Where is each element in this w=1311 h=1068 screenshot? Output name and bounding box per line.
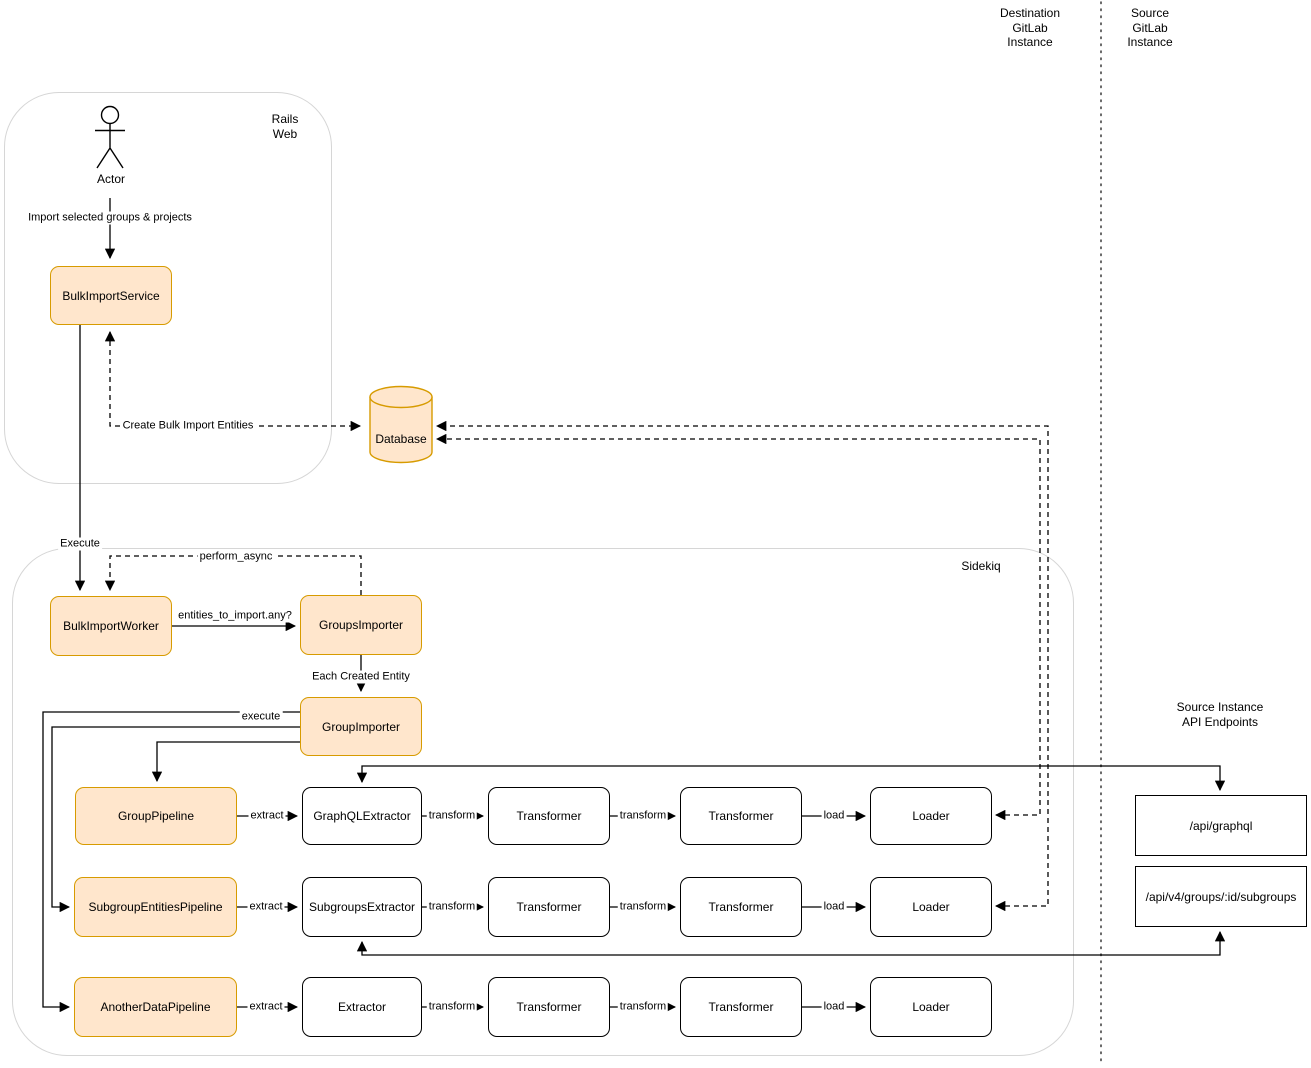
node-extractor: Extractor [302, 977, 422, 1037]
node-loader: Loader [870, 877, 992, 937]
node-bulkimportworker: BulkImportWorker [50, 596, 172, 656]
node-transformer: Transformer [488, 787, 610, 845]
node-anotherdatapipeline: AnotherDataPipeline [74, 977, 237, 1037]
edge-label-transform: transform [617, 900, 669, 914]
edge-label-import-selected: Import selected groups & projects [26, 211, 194, 225]
edge-label-create-bulk-import-entities: Create Bulk Import Entities [120, 419, 256, 433]
node-transformer: Transformer [680, 787, 802, 845]
node-loader: Loader [870, 977, 992, 1037]
destination-instance-label: Destination GitLab Instance [999, 6, 1061, 49]
endpoint-api-graphql: /api/graphql [1135, 795, 1307, 856]
edge-label-transform: transform [617, 809, 669, 823]
node-groupimporter: GroupImporter [300, 697, 422, 756]
edge-label-load: load [821, 900, 847, 914]
node-transformer: Transformer [488, 877, 610, 937]
actor-figure [95, 105, 125, 169]
node-bulkimportservice: BulkImportService [50, 266, 172, 325]
edge-label-transform: transform [426, 809, 478, 823]
database-label: Database [375, 432, 427, 446]
edge-label-extract: extract [247, 1000, 285, 1014]
edge-label-load: load [821, 1000, 847, 1014]
node-subgroupentitiespipeline: SubgroupEntitiesPipeline [74, 877, 237, 937]
rails-web-label: Rails Web [271, 112, 299, 141]
node-graphqlextractor: GraphQLExtractor [302, 787, 422, 845]
actor-label: Actor [96, 172, 126, 186]
edge-label-load: load [821, 809, 847, 823]
edge-label-each-created-entity: Each Created Entity [310, 670, 412, 684]
edge-execute-grouppipeline [151, 741, 300, 783]
edge-execute-anotherdatapipeline [42, 711, 300, 1013]
edge-execute-subgroupentitiespipeline [51, 726, 300, 913]
node-transformer: Transformer [488, 977, 610, 1037]
node-grouppipeline: GroupPipeline [75, 787, 237, 845]
edge-label-extract: extract [247, 900, 285, 914]
node-loader: Loader [870, 787, 992, 845]
endpoint-api-subgroups: /api/v4/groups/:id/subgroups [1135, 866, 1307, 927]
edge-label-execute-pipeline: execute [239, 710, 283, 724]
source-instance-label: Source GitLab Instance [1127, 6, 1173, 49]
api-endpoints-title: Source Instance API Endpoints [1176, 700, 1264, 729]
edge-label-transform: transform [617, 1000, 669, 1014]
node-groupsimporter: GroupsImporter [300, 595, 422, 655]
edge-label-extract: extract [248, 809, 286, 823]
edge-label-perform-async: perform_async [197, 550, 275, 564]
edge-loader1-database [435, 433, 1041, 821]
sidekiq-label: Sidekiq [961, 559, 1001, 573]
edge-subgroupsextractor-api [356, 930, 1226, 956]
rails-web-container [4, 92, 332, 484]
edge-label-transform: transform [426, 1000, 478, 1014]
database-shape [369, 385, 433, 464]
edge-label-transform: transform [426, 900, 478, 914]
edge-label-execute: Execute [58, 537, 102, 551]
edge-label-entities-to-import-any: entities_to_import.any? [176, 609, 294, 623]
node-transformer: Transformer [680, 977, 802, 1037]
edge-loader2-database [435, 420, 1049, 912]
node-subgroupsextractor: SubgroupsExtractor [302, 877, 422, 937]
edge-create-bulk-import-entities [104, 330, 362, 432]
node-transformer: Transformer [680, 877, 802, 937]
